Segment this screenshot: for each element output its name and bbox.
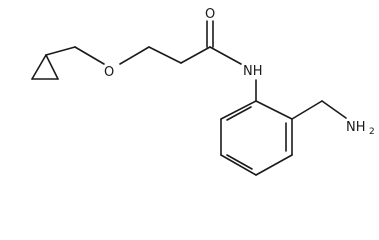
benzene-bond-4 bbox=[220, 154, 257, 176]
bond-ch2-to-ether-o bbox=[74, 46, 105, 65]
ring-bond-right bbox=[45, 54, 59, 80]
amine-subscript: 2 bbox=[369, 127, 375, 137]
carbonyl-oxygen-label: O bbox=[205, 7, 215, 22]
bond-ring-to-aminomethyl bbox=[291, 100, 323, 120]
structure-canvas: O O NH bbox=[31, 7, 375, 176]
benzene-bond-3 bbox=[255, 154, 293, 176]
carbonyl-double-bond bbox=[206, 20, 214, 48]
molecule-drawing: O O NH bbox=[31, 7, 375, 176]
bond-carbonyl-to-nh bbox=[209, 46, 242, 65]
benzene-bond-1 bbox=[255, 100, 293, 120]
bond-ch2-to-ch2 bbox=[148, 46, 182, 64]
bond-ether-o-to-ch2 bbox=[119, 46, 150, 65]
amide-nh-label: NH bbox=[243, 64, 263, 79]
bond-ch2-to-amine bbox=[321, 100, 347, 119]
bond-ring-to-ch2 bbox=[45, 46, 76, 56]
benzene-bond-6 bbox=[220, 100, 257, 120]
amine-nh-label: NH bbox=[346, 120, 366, 135]
cyclopropyl-ring bbox=[31, 54, 59, 80]
bond-ch2-to-carbonyl bbox=[180, 46, 211, 64]
amine-label: NH 2 bbox=[346, 120, 375, 137]
benzene-inner-bond-c bbox=[226, 106, 252, 121]
ether-oxygen-label: O bbox=[104, 65, 114, 80]
benzene-inner-bond-b bbox=[226, 154, 253, 170]
benzene-ring bbox=[220, 100, 293, 176]
ring-bond-left bbox=[31, 54, 47, 80]
